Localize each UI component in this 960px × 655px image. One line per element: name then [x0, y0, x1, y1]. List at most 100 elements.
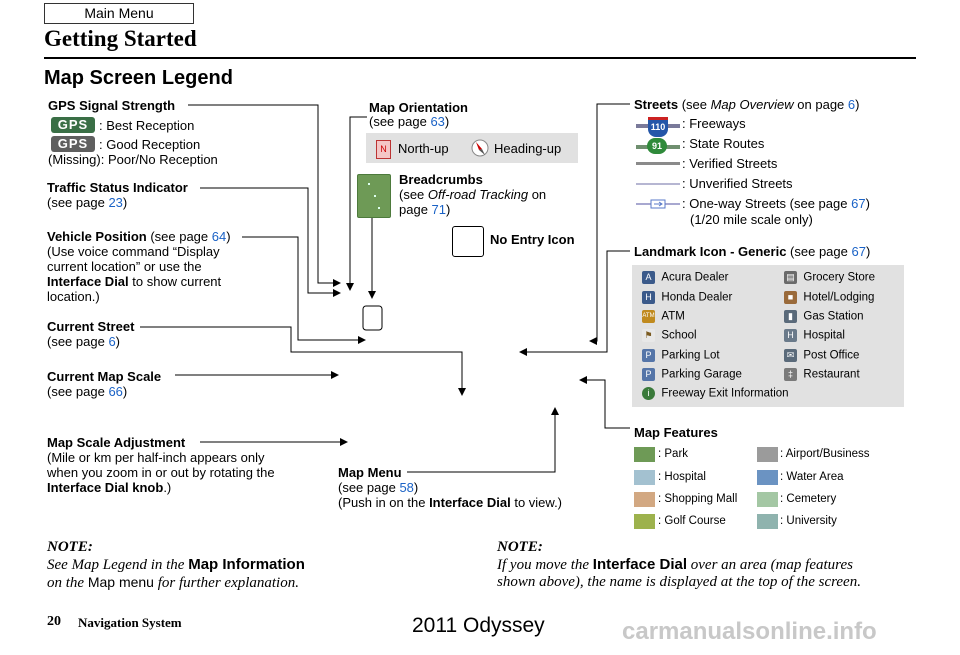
map-menu-block: Map Menu (see page 58) (Push in on the I…	[338, 465, 563, 510]
current-scale-page-link[interactable]: 66	[108, 384, 123, 399]
shopping-mall-label: : Shopping Mall	[658, 493, 738, 505]
hotel-lodging-icon: ■	[784, 291, 797, 304]
school-icon: ⚑	[642, 329, 655, 342]
scale-adjust-block: Map Scale Adjustment (Mile or km per hal…	[47, 435, 275, 495]
page-number: 20	[47, 614, 61, 629]
breadcrumbs-icon	[357, 174, 391, 218]
map-menu-heading: Map Menu	[338, 465, 402, 480]
current-street-see: (see page 6)	[47, 334, 121, 349]
north-up-label: North-up	[398, 141, 449, 156]
landmark-item: A Acura Dealer	[642, 271, 729, 285]
traffic-page-link[interactable]: 23	[108, 195, 123, 210]
parking-lot-icon: P	[642, 349, 655, 362]
verified-street-line	[636, 162, 680, 165]
note-left: NOTE: See Map Legend in the Map Informat…	[47, 539, 305, 591]
landmark-page-link[interactable]: 67	[851, 244, 866, 259]
freeway-label: : Freeways	[682, 116, 746, 131]
breadcrumbs-block: Breadcrumbs (see Off-road Tracking on pa…	[399, 172, 547, 217]
airport-swatch	[757, 447, 778, 462]
current-scale-see: (see page 66)	[47, 384, 128, 399]
section-title: Getting Started	[44, 26, 197, 51]
traffic-see: (see page 23)	[47, 195, 128, 210]
park-swatch	[634, 447, 655, 462]
note-right: NOTE: If you move the Interface Dial ove…	[497, 539, 861, 590]
vehicle-page-link[interactable]: 64	[211, 229, 227, 244]
unverified-street-line	[636, 183, 680, 185]
acura-dealer-icon: A	[642, 271, 655, 284]
gps-good-icon: GPS	[51, 136, 95, 152]
unverified-street-label: : Unverified Streets	[682, 176, 793, 191]
current-street-heading: Current Street	[47, 319, 135, 334]
orientation-callout-line	[346, 116, 367, 291]
gps-best-icon: GPS	[51, 117, 95, 133]
freeway-exit-info-icon: i	[642, 387, 655, 400]
landmark-item: ⚑ School	[642, 329, 697, 343]
verified-street-label: : Verified Streets	[682, 156, 778, 171]
breadcrumbs-page-link[interactable]: 71	[431, 202, 447, 217]
gas-station-icon: ▮	[784, 310, 797, 323]
landmark-item: ATM ATM	[642, 310, 685, 323]
grocery-store-icon: ▤	[784, 271, 797, 284]
gps-best-label: : Best Reception	[99, 118, 195, 133]
water-area-swatch	[757, 470, 778, 485]
north-up-icon: N	[376, 140, 391, 159]
shopping-mall-swatch	[634, 492, 655, 507]
one-way-street-label: : One-way Streets (see page 67)	[682, 196, 870, 211]
parking-garage-icon: P	[642, 368, 655, 381]
park-label: : Park	[658, 448, 689, 460]
water-area-label: : Water Area	[780, 471, 844, 483]
landmark-item: P Parking Garage	[642, 368, 742, 382]
hospital-area-label: : Hospital	[658, 471, 706, 483]
state-route-label: : State Routes	[682, 136, 765, 151]
gps-missing-label: (Missing): Poor/No Reception	[48, 152, 218, 167]
landmark-panel: A Acura Dealer H Honda Dealer ATM ATM ⚑ …	[632, 265, 904, 407]
post-office-icon: ✉	[784, 349, 797, 362]
heading-up-label: Heading-up	[494, 141, 562, 156]
orientation-heading: Map Orientation	[369, 100, 468, 115]
orientation-panel: N North-up Heading-up	[366, 133, 578, 163]
landmark-heading-line: Landmark Icon - Generic (see page 67)	[634, 244, 871, 259]
landmark-item: ✉ Post Office	[784, 349, 859, 363]
airport-label: : Airport/Business	[780, 448, 870, 460]
one-way-street-icon	[636, 199, 680, 209]
traffic-heading: Traffic Status Indicator	[47, 180, 188, 195]
landmark-item: i Freeway Exit Information	[642, 387, 789, 401]
traffic-callout-line	[200, 187, 341, 297]
cemetery-swatch	[757, 492, 778, 507]
one-way-scale-note: (1/20 mile scale only)	[690, 212, 813, 227]
map-menu-page-link[interactable]: 58	[399, 480, 414, 495]
university-swatch	[757, 514, 778, 529]
current-scale-heading: Current Map Scale	[47, 369, 162, 384]
features-heading: Map Features	[634, 425, 718, 440]
landmark-heading: Landmark Icon - Generic	[634, 244, 787, 259]
orientation-page-link[interactable]: 63	[430, 114, 445, 129]
streets-heading: Streets	[634, 97, 679, 112]
vehicle-position-block: Vehicle Position (see page 64) (Use voic…	[47, 229, 231, 304]
breadcrumbs-heading: Breadcrumbs	[399, 172, 483, 187]
gps-callout-line	[188, 104, 341, 287]
landmark-item: ▤ Grocery Store	[784, 271, 875, 285]
vehicle-callout-line	[242, 236, 366, 344]
streets-page-link[interactable]: 6	[847, 97, 856, 112]
divider	[44, 57, 916, 59]
one-way-page-link[interactable]: 67	[851, 196, 866, 211]
footer-system: Navigation System	[78, 615, 182, 630]
freeway-shield-icon: 110	[648, 117, 668, 137]
landmark-item: H Honda Dealer	[642, 291, 732, 305]
landmark-item: H Hospital	[784, 329, 845, 343]
current-street-callout-line	[140, 326, 466, 396]
hospital-icon: H	[784, 329, 797, 342]
gps-heading: GPS Signal Strength	[48, 98, 176, 113]
map-menu-callout-line	[407, 407, 559, 473]
landmark-item: ▮ Gas Station	[784, 310, 863, 324]
streets-callout-line	[589, 103, 630, 345]
landmark-item: ■ Hotel/Lodging	[784, 291, 874, 305]
gps-good-label: : Good Reception	[99, 137, 201, 152]
features-callout-line	[579, 376, 630, 429]
streets-heading-line: Streets (see Map Overview on page 6)	[634, 97, 860, 112]
main-menu-button[interactable]: Main Menu	[44, 3, 194, 24]
current-street-page-link[interactable]: 6	[108, 334, 116, 349]
vehicle-heading: Vehicle Position	[47, 229, 147, 244]
vehicle-position-marker	[362, 305, 383, 331]
